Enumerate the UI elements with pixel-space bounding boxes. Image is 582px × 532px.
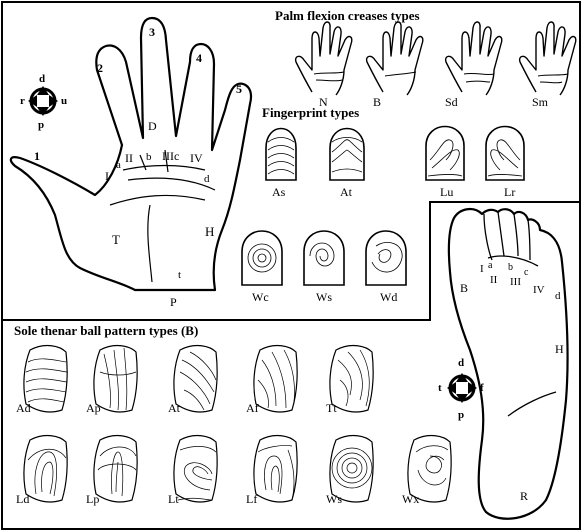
label-finger-3: 3 <box>149 25 155 39</box>
label-foot-IV: IV <box>533 284 545 296</box>
label-hand-II: II <box>125 151 133 165</box>
label-foot-III: III <box>510 276 521 288</box>
label-hand-I: I <box>105 169 109 183</box>
label-foot-II: II <box>490 274 498 286</box>
text-layer: Palm flexion creases types Fingerprint t… <box>14 8 564 506</box>
label-finger-4: 4 <box>196 51 202 65</box>
sole-lt <box>174 436 217 502</box>
label-hand-u: u <box>61 95 67 107</box>
label-crease-b: B <box>373 95 381 109</box>
label-foot-I: I <box>480 263 484 275</box>
label-finger-1: 1 <box>34 149 40 163</box>
hand-panel-divider <box>2 202 580 320</box>
sole-ridges <box>26 348 448 500</box>
label-hand-b: b <box>146 151 152 163</box>
fingerprint-tiles <box>242 127 524 286</box>
label-sole-at: At <box>168 401 181 415</box>
foot-toes <box>484 212 556 416</box>
mini-hand-sm <box>520 22 576 95</box>
fp-lr <box>486 127 524 181</box>
label-hand-IIIc: IIIc <box>162 149 179 163</box>
foot-compass <box>447 373 477 403</box>
fp-at <box>330 129 364 181</box>
label-foot-H: H <box>555 342 564 356</box>
label-fp-as: As <box>272 185 286 199</box>
label-fp-ws: Ws <box>316 290 332 304</box>
label-crease-sd: Sd <box>445 95 458 109</box>
label-sole-lp: Lp <box>86 492 99 506</box>
label-crease-n: N <box>319 95 328 109</box>
label-finger-2: 2 <box>97 61 103 75</box>
sole-ld <box>24 436 67 502</box>
label-sole-lf: Lf <box>246 492 257 506</box>
label-sole-ap: Ap <box>86 401 101 415</box>
label-hand-d: d <box>39 73 45 85</box>
label-fp-at: At <box>340 185 353 199</box>
mini-hand-sd <box>446 22 502 95</box>
label-crease-sm: Sm <box>532 95 549 109</box>
label-hand-t: t <box>178 269 181 281</box>
label-sole-ld: Ld <box>16 492 29 506</box>
sole-af <box>254 346 297 412</box>
fp-ws <box>304 231 344 285</box>
label-sole-ad: Ad <box>16 401 31 415</box>
label-hand-D: D <box>148 119 157 133</box>
label-fp-lr: Lr <box>504 185 515 199</box>
label-fp-wc: Wc <box>252 290 269 304</box>
label-foot-d-dir: d <box>458 357 464 369</box>
label-sole-tt: Tt <box>326 401 337 415</box>
heading-sole: Sole thenar ball pattern types (B) <box>14 323 198 338</box>
foot-outline <box>449 209 568 519</box>
sole-tiles <box>24 346 451 502</box>
label-hand-IV: IV <box>190 151 203 165</box>
label-foot-R: R <box>520 489 528 503</box>
label-foot-d: d <box>555 290 561 302</box>
heading-fingerprints: Fingerprint types <box>262 105 359 120</box>
label-hand-P: P <box>170 295 177 309</box>
label-foot-f: f <box>480 382 484 394</box>
label-sole-ws: Ws <box>326 492 342 506</box>
label-sole-lt: Lt <box>168 492 179 506</box>
sole-lp <box>94 436 137 502</box>
palm-crease-hands <box>296 22 576 95</box>
label-sole-wx: Wx <box>402 492 419 506</box>
label-fp-lu: Lu <box>440 185 453 199</box>
fp-wd <box>366 231 406 285</box>
label-foot-c: c <box>524 267 529 278</box>
label-finger-5: 5 <box>236 82 242 96</box>
fp-lu <box>426 127 464 181</box>
label-hand-T: T <box>112 232 120 247</box>
mini-hand-b <box>367 22 423 95</box>
hand-compass <box>28 86 58 116</box>
label-foot-a: a <box>488 260 493 271</box>
label-foot-b: b <box>508 262 513 273</box>
label-hand-r: r <box>20 95 25 107</box>
label-hand-d-triradius: d <box>204 173 210 185</box>
heading-palm-creases: Palm flexion creases types <box>275 8 420 23</box>
mini-hand-n <box>296 22 352 95</box>
foot-drawing <box>449 209 568 519</box>
label-foot-p: p <box>458 409 464 421</box>
label-hand-p: p <box>38 119 44 131</box>
label-foot-t: t <box>438 382 442 394</box>
hand-creases <box>110 150 215 282</box>
label-sole-af: Af <box>246 401 259 415</box>
label-hand-H: H <box>205 224 214 239</box>
label-hand-a: a <box>116 159 121 171</box>
label-fp-wd: Wd <box>380 290 397 304</box>
label-foot-B: B <box>460 281 468 295</box>
